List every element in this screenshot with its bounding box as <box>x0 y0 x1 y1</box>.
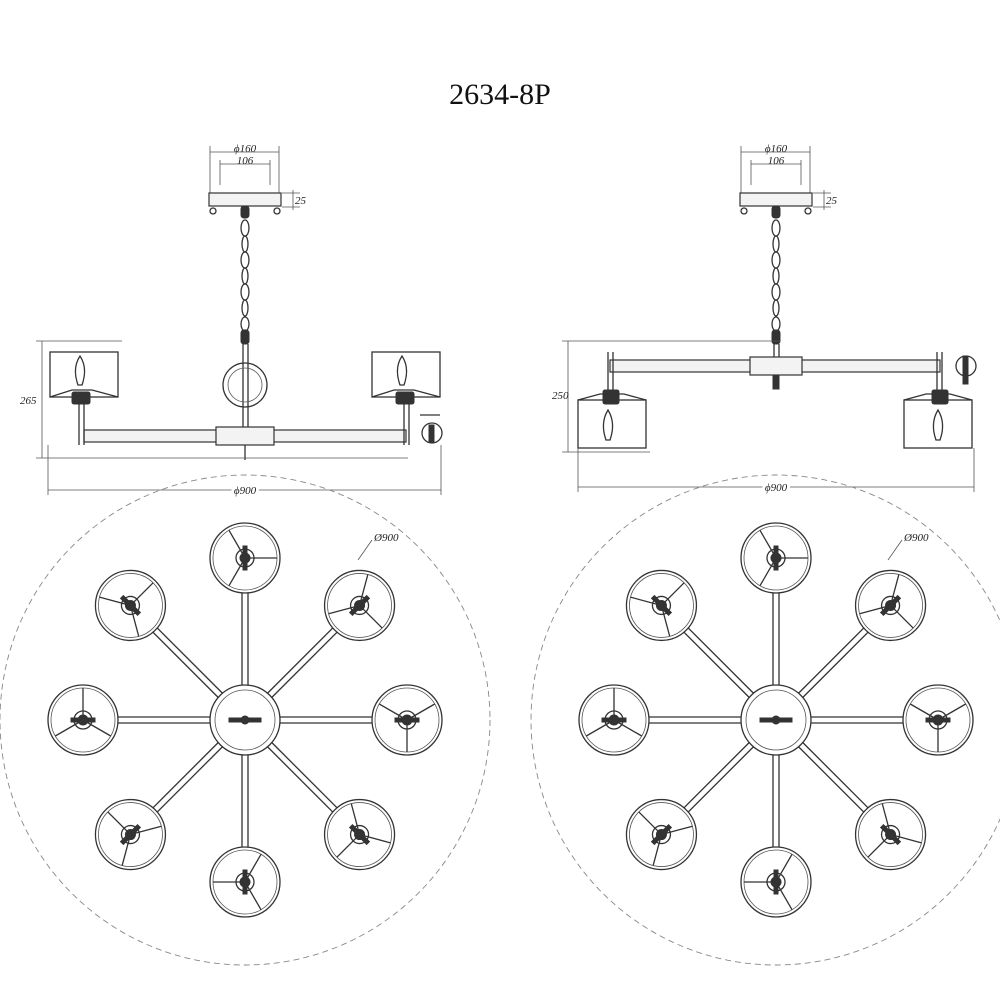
model-title: 2634-8P <box>449 78 551 111</box>
lamp-shade-top <box>625 569 698 642</box>
right-overall-dimensions: 250 ϕ900 <box>552 340 975 497</box>
left-lamp-shade-2 <box>371 351 441 445</box>
lamp-shade-top <box>854 798 927 871</box>
left-lamp-shade-1 <box>49 351 119 445</box>
center-hub <box>209 684 281 756</box>
outer-diameter-circle <box>0 474 491 966</box>
right-height-label: 250 <box>552 390 569 402</box>
lamp-shade-top <box>47 684 119 756</box>
right-lamp-shade-1 <box>577 352 647 449</box>
lamp-shade-top <box>371 684 443 756</box>
right-plan-diameter-label: Ø900 <box>903 532 929 544</box>
left-plan-diameter-callout: Ø900 <box>357 532 399 561</box>
right-chain <box>771 205 781 345</box>
outer-diameter-circle <box>530 474 1000 966</box>
right-side-detail <box>955 355 977 385</box>
lamp-shade-top <box>323 569 396 642</box>
right-plan-diameter-callout: Ø900 <box>887 532 929 561</box>
left-canopy <box>208 192 282 207</box>
left-canopy-dimensions: ϕ160 106 25 <box>209 143 307 210</box>
right-hub <box>749 356 803 376</box>
right-canopy-diameter-label: ϕ160 <box>765 143 788 155</box>
lamp-shade-top <box>323 798 396 871</box>
lamp-shade-top <box>902 684 974 756</box>
right-plan-view <box>530 474 1000 966</box>
lamp-shade-top <box>854 569 927 642</box>
left-overall-dimensions: 265 ϕ900 <box>20 340 442 500</box>
center-hub <box>740 684 812 756</box>
lamp-shade-top <box>740 522 812 594</box>
left-side-detail <box>420 414 443 444</box>
lamp-shade-top <box>209 522 281 594</box>
lamp-shade-top <box>625 798 698 871</box>
left-chain <box>240 205 250 345</box>
right-lamp-shade-2 <box>903 352 973 449</box>
lamp-shade-top <box>209 846 281 918</box>
left-canopy-diameter-label: ϕ160 <box>234 143 257 155</box>
left-canopy-height-label: 25 <box>295 195 307 207</box>
left-elevation: ϕ160 106 25 <box>20 143 443 500</box>
left-canopy-inner-label: 106 <box>237 155 254 167</box>
lamp-shade-top <box>94 569 167 642</box>
left-plan-view <box>0 474 491 966</box>
right-canopy-inner-label: 106 <box>768 155 785 167</box>
lamp-shade-top <box>740 846 812 918</box>
left-plan-diameter-label: Ø900 <box>373 532 399 544</box>
lamp-shade-top <box>578 684 650 756</box>
left-width-label: ϕ900 <box>234 485 257 497</box>
left-hub <box>215 426 275 446</box>
right-canopy <box>739 192 813 207</box>
lamp-shade-top <box>94 798 167 871</box>
right-width-label: ϕ900 <box>765 482 788 494</box>
right-canopy-dimensions: ϕ160 106 25 <box>740 143 838 210</box>
right-elevation: ϕ160 106 25 <box>552 143 977 497</box>
right-canopy-height-label: 25 <box>826 195 838 207</box>
left-height-label: 265 <box>20 395 37 407</box>
left-center-ring <box>222 362 268 408</box>
